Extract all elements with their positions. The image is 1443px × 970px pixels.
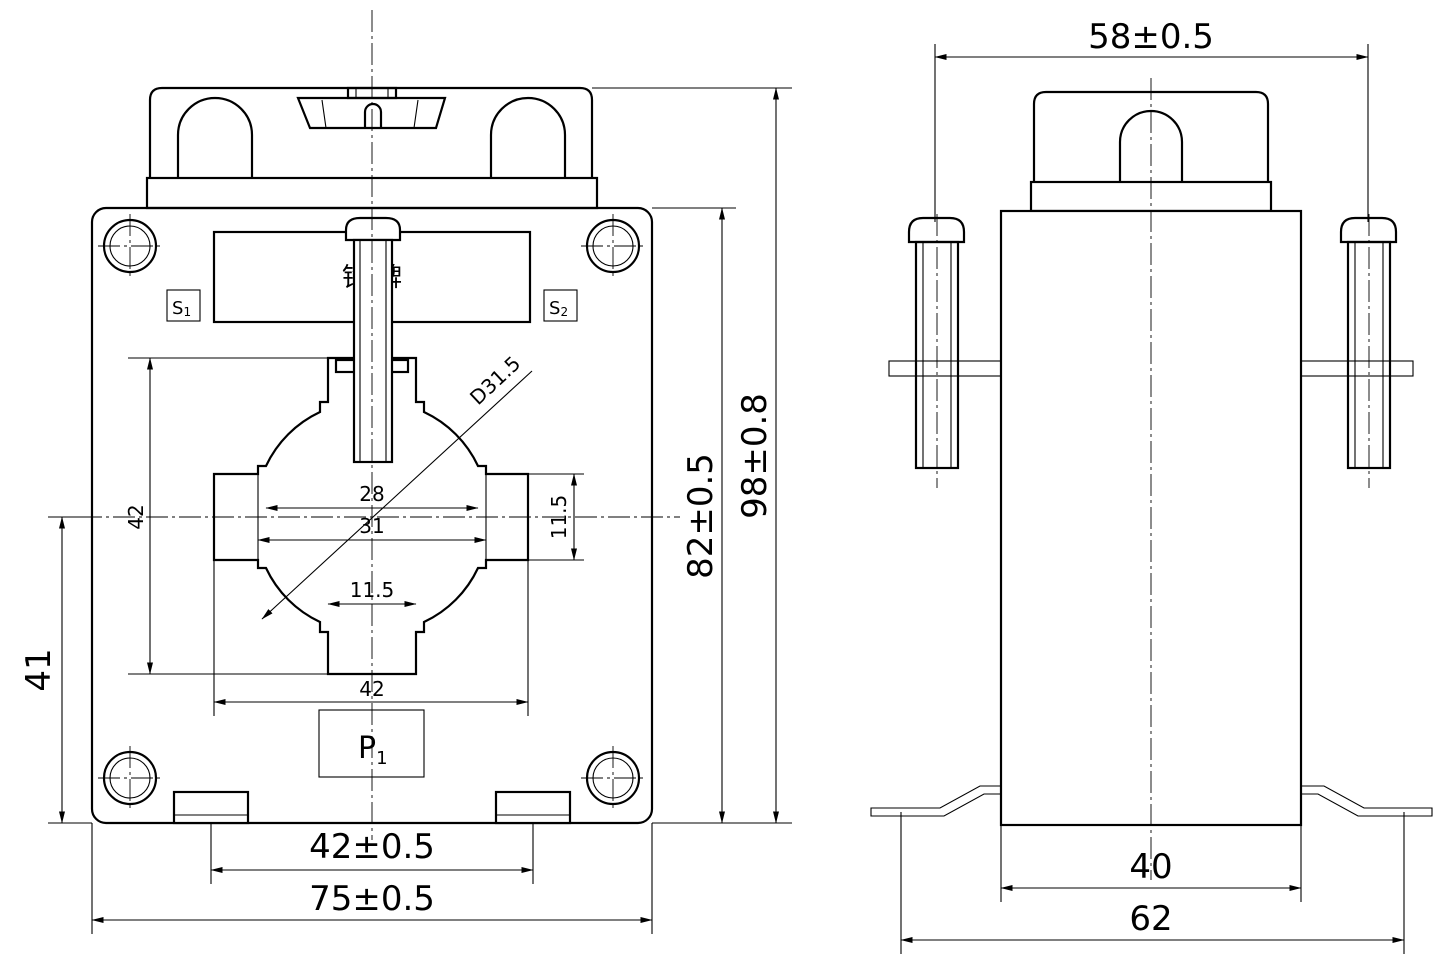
dim-overall-height: 98±0.8 bbox=[592, 87, 792, 824]
svg-text:S2: S2 bbox=[549, 298, 568, 319]
side-foot-left bbox=[870, 785, 1002, 817]
dim-body-width: 40 bbox=[1000, 825, 1302, 902]
dim-center-height: 41 bbox=[19, 516, 92, 824]
svg-text:42: 42 bbox=[359, 677, 384, 701]
svg-text:S1: S1 bbox=[172, 298, 191, 319]
terminal-s1-mark: S1 bbox=[166, 289, 201, 322]
svg-text:75±0.5: 75±0.5 bbox=[309, 879, 435, 919]
conductor-window bbox=[212, 356, 530, 676]
svg-text:58±0.5: 58±0.5 bbox=[1088, 17, 1214, 57]
dim-slot-bottom: 11.5 bbox=[327, 578, 417, 607]
svg-text:31: 31 bbox=[359, 514, 384, 538]
foot-left bbox=[172, 790, 250, 825]
dim-overall-width: 75±0.5 bbox=[91, 823, 653, 934]
svg-text:41: 41 bbox=[19, 648, 59, 691]
svg-text:42±0.5: 42±0.5 bbox=[309, 827, 435, 867]
mounting-holes bbox=[98, 214, 645, 810]
side-bolt-left bbox=[907, 214, 966, 488]
svg-text:D31.5: D31.5 bbox=[465, 351, 525, 409]
dim-window-height: 42 bbox=[124, 357, 328, 675]
svg-text:62: 62 bbox=[1129, 899, 1172, 939]
svg-text:98±0.8: 98±0.8 bbox=[735, 393, 775, 519]
svg-text:P1: P1 bbox=[358, 731, 388, 769]
terminal-p1-mark: P1 bbox=[318, 709, 425, 778]
svg-text:28: 28 bbox=[359, 482, 384, 506]
side-foot-right bbox=[1300, 785, 1433, 817]
dim-body-height: 82±0.5 bbox=[652, 207, 736, 824]
svg-text:40: 40 bbox=[1129, 847, 1172, 887]
svg-text:11.5: 11.5 bbox=[350, 578, 395, 602]
dim-mount-width: 42±0.5 bbox=[210, 823, 534, 884]
front-view: 铭 牌 S1 S2 bbox=[19, 10, 792, 934]
dim-slot-right: 11.5 bbox=[528, 473, 584, 561]
dim-inner-28: 28 bbox=[265, 482, 479, 511]
dim-base-width: 62 bbox=[900, 812, 1405, 954]
side-view: 58±0.5 40 62 bbox=[870, 17, 1433, 954]
dim-inner-31: 31 bbox=[257, 514, 487, 543]
terminal-s2-mark: S2 bbox=[543, 289, 578, 322]
svg-text:11.5: 11.5 bbox=[547, 495, 571, 540]
side-bolt-right bbox=[1339, 214, 1398, 488]
dim-top-width: 58±0.5 bbox=[934, 17, 1369, 222]
dim-window-width: 42 bbox=[213, 560, 529, 716]
svg-text:42: 42 bbox=[124, 504, 148, 529]
foot-right bbox=[494, 790, 572, 825]
svg-text:82±0.5: 82±0.5 bbox=[681, 453, 721, 579]
terminal-bolt bbox=[334, 216, 410, 464]
